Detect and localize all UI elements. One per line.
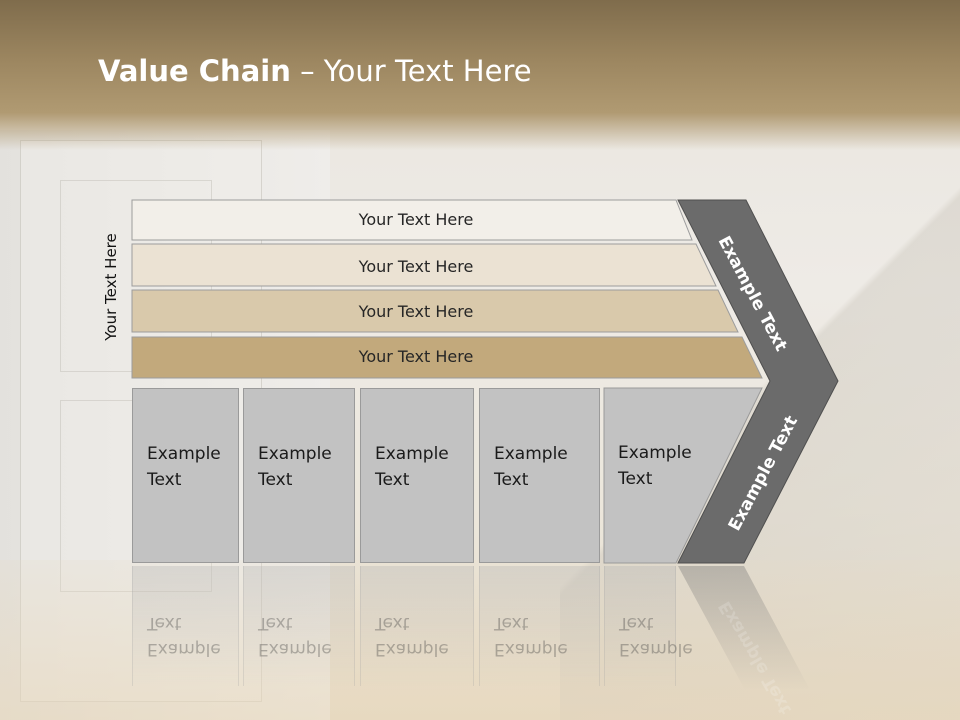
header-band (0, 0, 960, 150)
box-2-line2: Text (258, 470, 293, 490)
row-bar-4 (131, 336, 763, 379)
title-rest: – Your Text Here (290, 54, 532, 88)
box-4-reflection: Example Text (479, 566, 600, 686)
row-bar-1 (131, 199, 693, 241)
box-4-reflection-text: Example Text (494, 610, 584, 662)
box-3-reflection-text: Example Text (375, 610, 465, 662)
box-2-line1: Example (258, 444, 332, 464)
box-5-shape (603, 387, 763, 564)
box-5-reflection-line1: Example (619, 639, 693, 659)
box-3-reflection: Example Text (360, 566, 474, 686)
box-4-reflection-line1: Example (494, 639, 568, 659)
box-1-reflection-line2: Text (147, 613, 182, 633)
row-label-4: Your Text Here (358, 347, 474, 366)
box-5-reflection-text: Example Text (619, 610, 709, 662)
background-floor (0, 560, 960, 720)
row-label-1: Your Text Here (358, 210, 474, 229)
title-bold: Value Chain (98, 54, 291, 88)
row-bar-2 (131, 243, 717, 287)
box-3-reflection-line1: Example (375, 639, 449, 659)
box-2-reflection-line2: Text (258, 613, 293, 633)
box-1-line1: Example (147, 444, 221, 464)
row-bar-3 (131, 289, 739, 333)
box-4-line2: Text (494, 470, 529, 490)
arrow-reflection (678, 566, 810, 690)
box-5-line2: Text (618, 469, 653, 489)
box-3-reflection-line2: Text (375, 613, 410, 633)
box-4-reflection-line2: Text (494, 613, 529, 633)
box-1-reflection: Example Text (132, 566, 239, 686)
slide-title: Value Chain – Your Text Here (98, 54, 532, 88)
box-1-line2: Text (147, 470, 182, 490)
box-3-line2: Text (375, 470, 410, 490)
box-1-reflection-line1: Example (147, 639, 221, 659)
box-5-reflection-line2: Text (619, 613, 654, 633)
box-5-line1: Example (618, 443, 692, 463)
chevron-arrow (677, 199, 839, 564)
box-4-line1: Example (494, 444, 568, 464)
box-2-reflection-text: Example Text (258, 610, 348, 662)
box-3-line1: Example (375, 444, 449, 464)
box-2-reflection: Example Text (243, 566, 355, 686)
row-label-3: Your Text Here (358, 302, 474, 321)
box-2-reflection-line1: Example (258, 639, 332, 659)
row-label-2: Your Text Here (358, 257, 474, 276)
box-1-reflection-text: Example Text (147, 610, 237, 662)
box-5-reflection: Example Text (604, 566, 693, 686)
